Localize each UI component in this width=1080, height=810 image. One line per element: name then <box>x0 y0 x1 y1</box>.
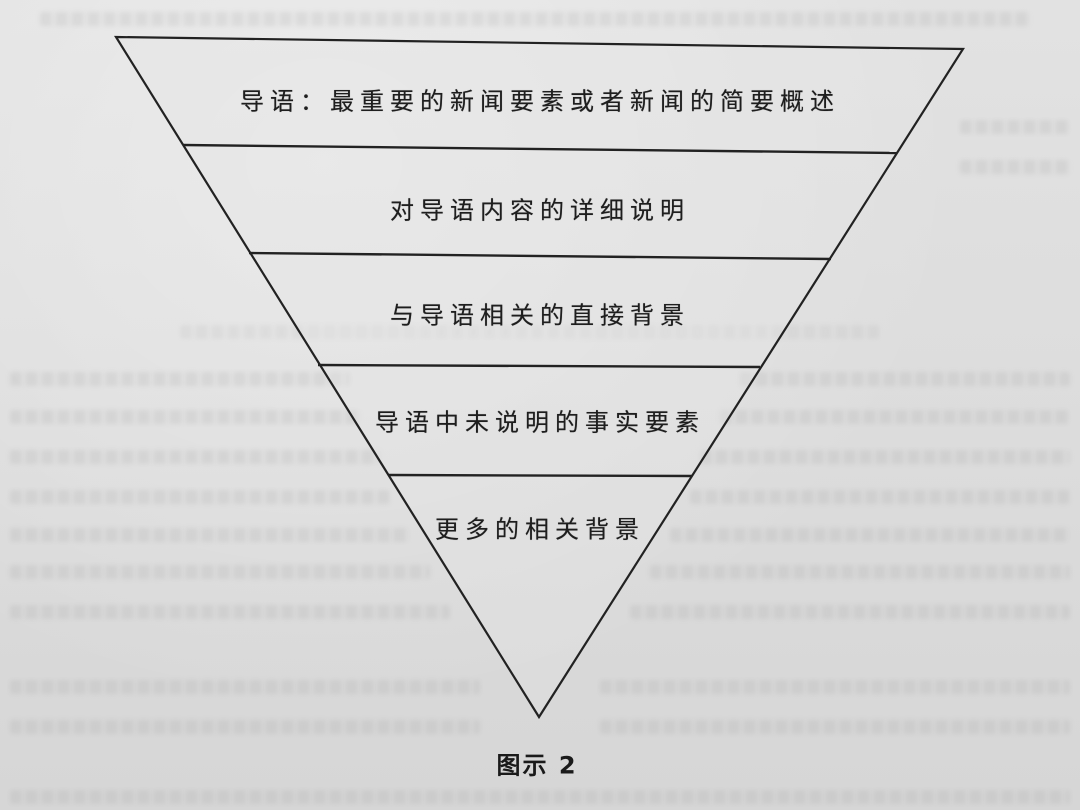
layer-direct-background: 与导语相关的直接背景 <box>390 301 690 330</box>
figure-caption: 图示 2 <box>496 751 578 780</box>
bleed-row <box>670 528 1070 542</box>
bleed-row <box>10 490 390 504</box>
bleed-row <box>40 12 1030 26</box>
bleed-row <box>630 605 1070 619</box>
bleed-row <box>10 528 410 542</box>
layer-unstated-facts: 导语中未说明的事实要素 <box>375 408 705 437</box>
bleed-row <box>690 490 1070 504</box>
bleed-row <box>740 372 1070 386</box>
bleed-row <box>10 790 1070 804</box>
pyramid-outline <box>114 35 965 720</box>
bleed-row <box>720 410 1070 424</box>
bleed-row <box>650 565 1070 579</box>
layer-lead-summary: 导语：最重要的新闻要素或者新闻的简要概述 <box>240 87 840 116</box>
bleed-row <box>180 325 880 339</box>
layer-divider <box>182 143 898 155</box>
bleed-row <box>600 720 1070 734</box>
bleed-row <box>10 565 430 579</box>
layer-divider <box>248 251 832 261</box>
bleed-row <box>10 410 360 424</box>
layer-more-background: 更多的相关背景 <box>435 515 645 544</box>
bleed-row <box>960 120 1070 134</box>
bleed-row <box>10 720 480 734</box>
bleed-row <box>10 680 480 694</box>
layer-lead-details: 对导语内容的详细说明 <box>390 196 690 225</box>
layer-divider <box>317 363 761 369</box>
bleed-row <box>10 450 380 464</box>
bleed-row <box>960 160 1070 174</box>
bleed-row <box>600 680 1070 694</box>
bleed-row <box>700 450 1070 464</box>
bleed-row <box>10 372 350 386</box>
layer-divider <box>388 473 693 478</box>
bleed-row <box>10 605 450 619</box>
